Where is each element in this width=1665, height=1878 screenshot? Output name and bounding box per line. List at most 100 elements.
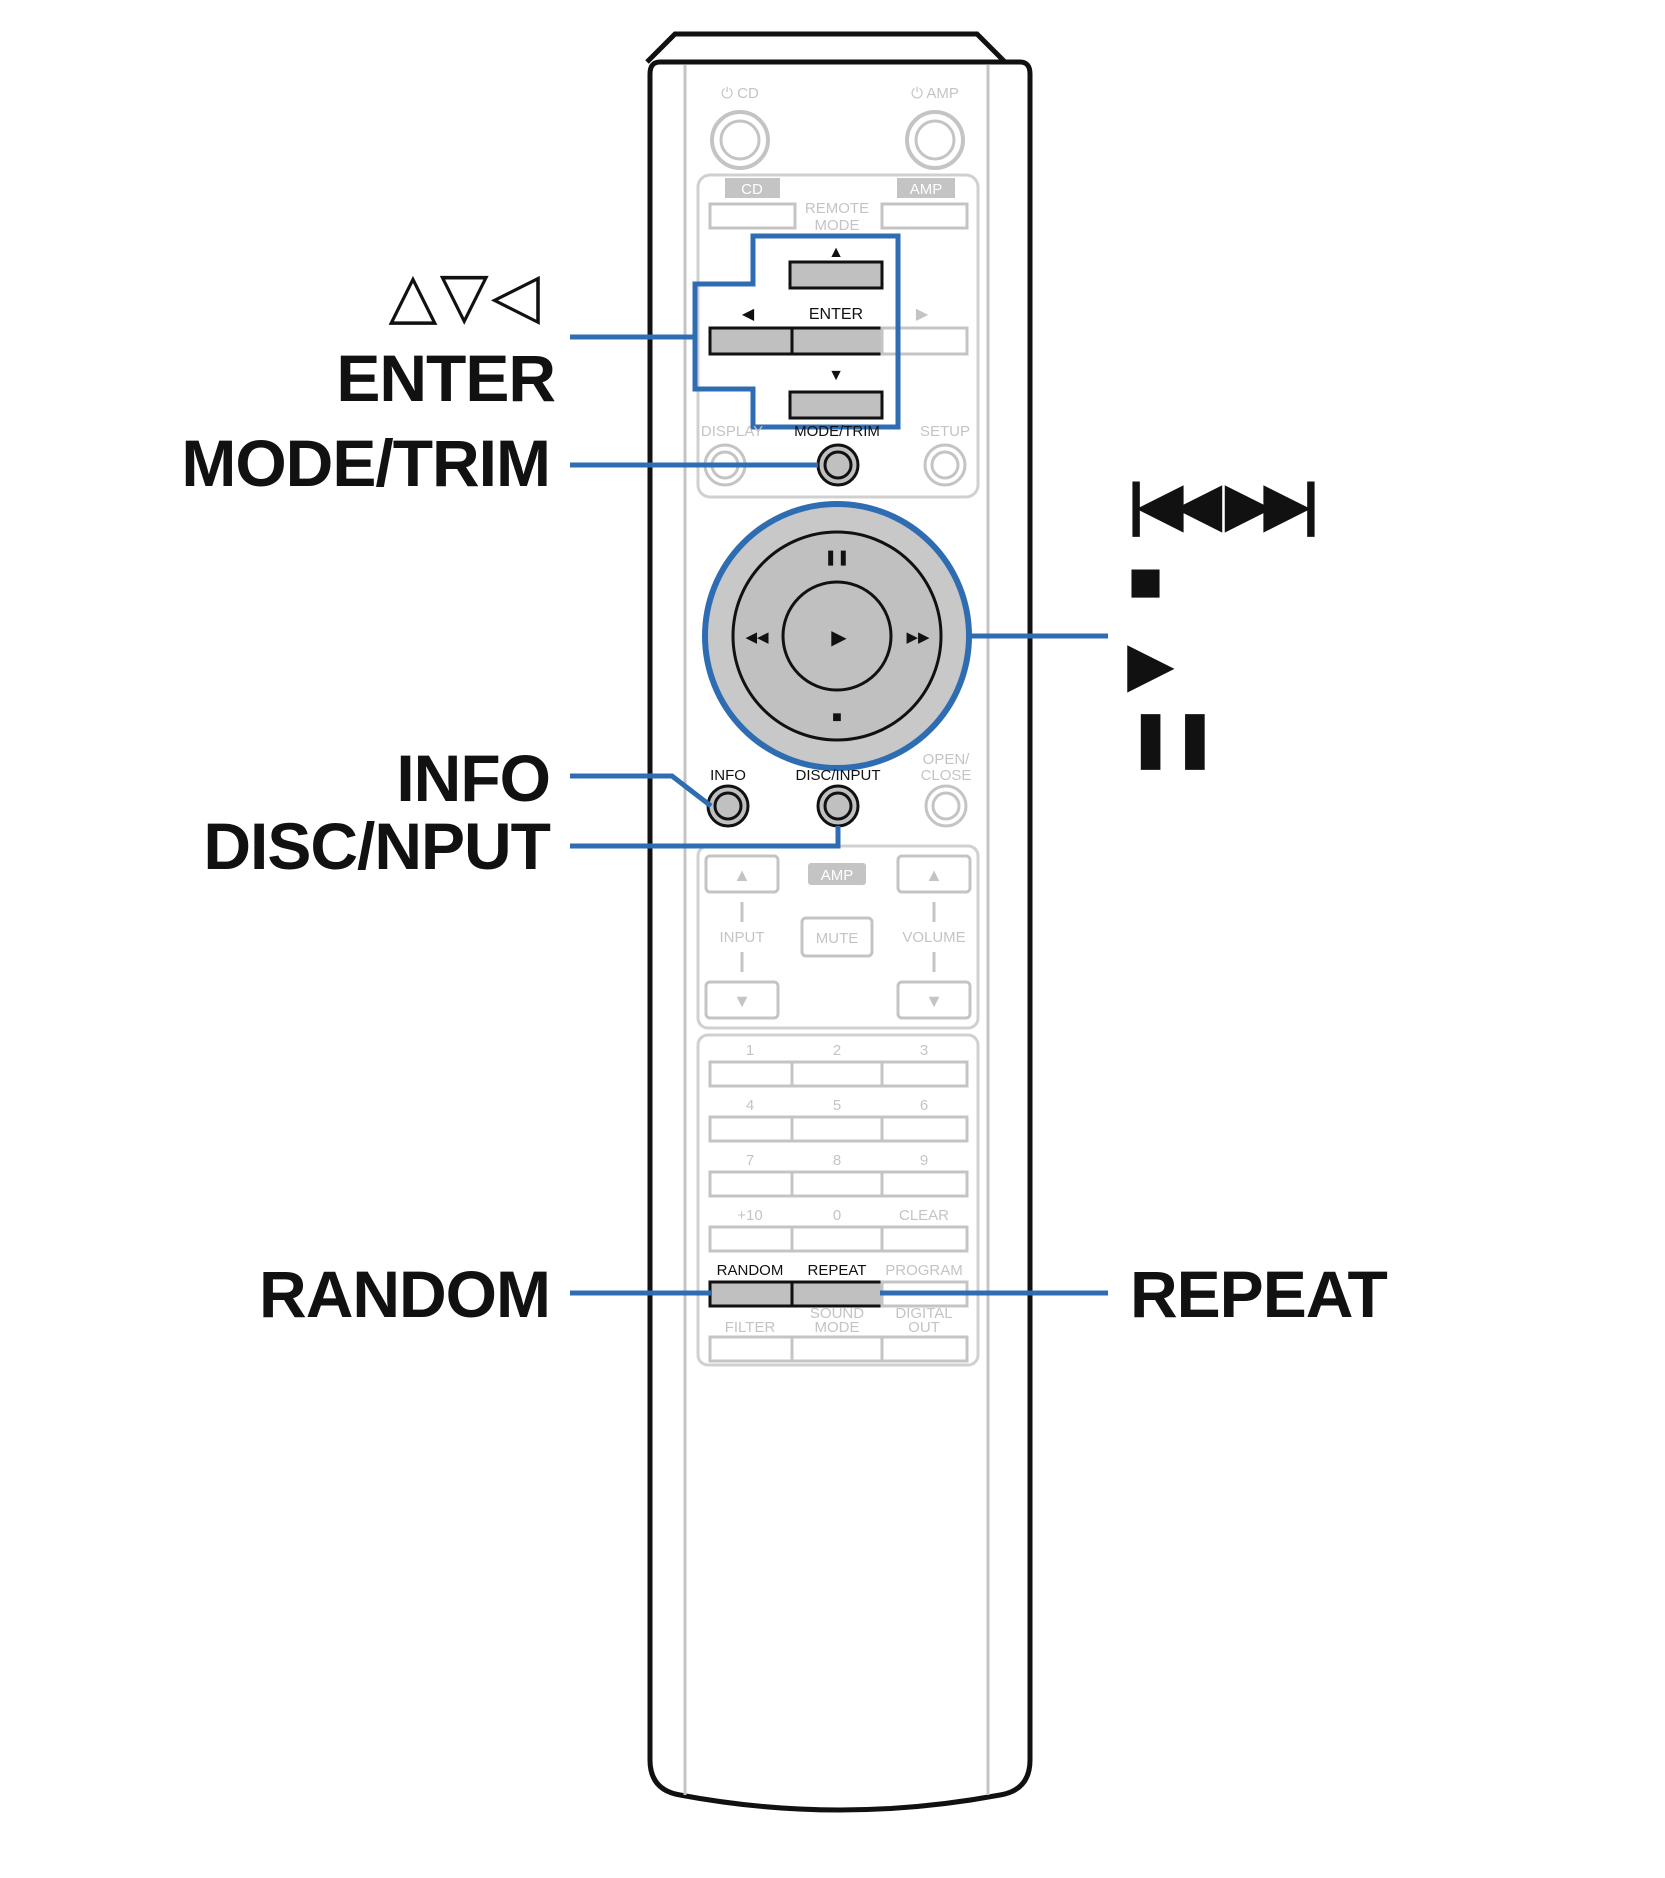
cd-tab: [725, 178, 780, 198]
input-up-button[interactable]: [704, 854, 780, 894]
callout-enter: ENTER: [336, 341, 556, 415]
repeat-button[interactable]: [790, 1280, 884, 1308]
key-label: 1: [746, 1042, 754, 1059]
nav-panel: [696, 173, 980, 499]
key-4-button[interactable]: [708, 1115, 794, 1143]
play-icon: ▶: [831, 627, 847, 649]
digital-out-button[interactable]: [880, 1335, 969, 1363]
volume-up-arrow-icon: ▲: [925, 865, 943, 885]
input-up-arrow-icon: ▲: [733, 865, 751, 885]
remote-mode-label-2: MODE: [815, 217, 860, 234]
volume-up-button[interactable]: [896, 854, 972, 894]
sound-mode-button[interactable]: [790, 1335, 884, 1363]
callout-info: INFO: [396, 741, 551, 815]
cursor-right-button[interactable]: [880, 326, 969, 356]
prev-icon[interactable]: ◀◀: [745, 629, 769, 646]
mode-trim-button-inner: [823, 450, 853, 480]
repeat-label: REPEAT: [808, 1262, 867, 1279]
key-label: 8: [833, 1152, 841, 1169]
mute-button[interactable]: [800, 916, 874, 958]
setup-label: SETUP: [920, 423, 970, 440]
stop-icon[interactable]: ■: [832, 709, 842, 726]
key-plus10-button[interactable]: [708, 1225, 794, 1253]
volume-down-arrow-icon: ▼: [925, 991, 943, 1011]
key-0-button[interactable]: [790, 1225, 884, 1253]
remote-mode-cd-button[interactable]: [708, 202, 797, 230]
play-button[interactable]: [781, 580, 893, 692]
up-arrow-icon: ▲: [828, 244, 844, 261]
cursor-down-button[interactable]: [788, 390, 884, 420]
left-arrow-icon: ◀: [742, 306, 755, 323]
amp-badge-label: AMP: [821, 867, 854, 884]
sound-mode-label-1: SOUND: [810, 1305, 864, 1322]
key-label: 6: [920, 1097, 928, 1114]
key-5-button[interactable]: [790, 1115, 884, 1143]
program-label: PROGRAM: [885, 1262, 963, 1279]
sound-mode-label-2: MODE: [815, 1319, 860, 1336]
filter-label: FILTER: [725, 1319, 776, 1336]
display-label: DISPLAY: [701, 423, 763, 440]
mute-label: MUTE: [816, 930, 859, 947]
random-button[interactable]: [708, 1280, 794, 1308]
key-label: 4: [746, 1097, 754, 1114]
remote-top-cap: [645, 31, 1007, 64]
volume-down-button[interactable]: [896, 980, 972, 1020]
open-close-label-2: CLOSE: [921, 767, 972, 784]
key-label: 3: [920, 1042, 928, 1059]
key-8-button[interactable]: [790, 1170, 884, 1198]
key-7-button[interactable]: [708, 1170, 794, 1198]
power-amp-button-inner: [914, 119, 956, 161]
cd-tab-label: CD: [741, 181, 763, 198]
right-arrow-icon: ▶: [916, 306, 929, 323]
key-label: 0: [833, 1207, 841, 1224]
remote-mode-amp-button[interactable]: [880, 202, 969, 230]
filter-button[interactable]: [708, 1335, 794, 1363]
key-label: 2: [833, 1042, 841, 1059]
key-9-button[interactable]: [880, 1170, 969, 1198]
amp-tab: [897, 178, 955, 198]
key-3-button[interactable]: [880, 1060, 969, 1088]
pause-icon[interactable]: ❚❚: [824, 549, 849, 566]
digital-out-label-1: DIGITAL: [895, 1305, 952, 1322]
callout-random: RANDOM: [259, 1257, 551, 1331]
cursor-highlight-outline: [692, 233, 901, 430]
random-label: RANDOM: [717, 1262, 784, 1279]
keypad-panel: [696, 1033, 980, 1367]
next-icon[interactable]: ▶▶: [906, 629, 930, 646]
key-label: 7: [746, 1152, 754, 1169]
callout-pause-icon: ❚❚: [1128, 708, 1217, 768]
key-label: 5: [833, 1097, 841, 1114]
callout-play-icon: ▶: [1128, 632, 1173, 697]
callout-stop-icon: ■: [1128, 549, 1163, 614]
keypad: 1 2 3 4 5 6 7 8 9 +10 0 CLEAR: [708, 1042, 969, 1253]
callout-arrows: △▽◁: [388, 259, 542, 331]
mode-trim-label: MODE/TRIM: [794, 423, 880, 440]
callout-disc-input: DISC/NPUT: [203, 809, 551, 883]
key-2-button[interactable]: [790, 1060, 884, 1088]
leader-line-info: [570, 773, 713, 808]
power-cd-button-inner: [719, 119, 761, 161]
callout-skip-icons: |◀◀ ▶▶|: [1128, 472, 1319, 537]
enter-button[interactable]: [790, 326, 884, 356]
enter-label: ENTER: [809, 306, 863, 323]
power-amp-label: ⏻ AMP: [911, 85, 959, 102]
cursor-left-button[interactable]: [708, 326, 794, 356]
open-close-label-1: OPEN/: [923, 751, 971, 768]
info-label: INFO: [710, 767, 746, 784]
disc-input-button-inner: [823, 791, 853, 821]
input-down-arrow-icon: ▼: [733, 991, 751, 1011]
key-label: +10: [737, 1207, 762, 1224]
remote-mode-label-1: REMOTE: [805, 200, 869, 217]
open-close-button-inner: [931, 791, 961, 821]
input-label: INPUT: [720, 929, 765, 946]
amp-tab-label: AMP: [910, 181, 943, 198]
input-down-button[interactable]: [704, 980, 780, 1020]
clear-button[interactable]: [880, 1225, 969, 1253]
key-6-button[interactable]: [880, 1115, 969, 1143]
key-1-button[interactable]: [708, 1060, 794, 1088]
cursor-up-button[interactable]: [788, 260, 884, 290]
key-label: 9: [920, 1152, 928, 1169]
digital-out-label-2: OUT: [908, 1319, 940, 1336]
leader-line-disc-input: [570, 826, 841, 849]
